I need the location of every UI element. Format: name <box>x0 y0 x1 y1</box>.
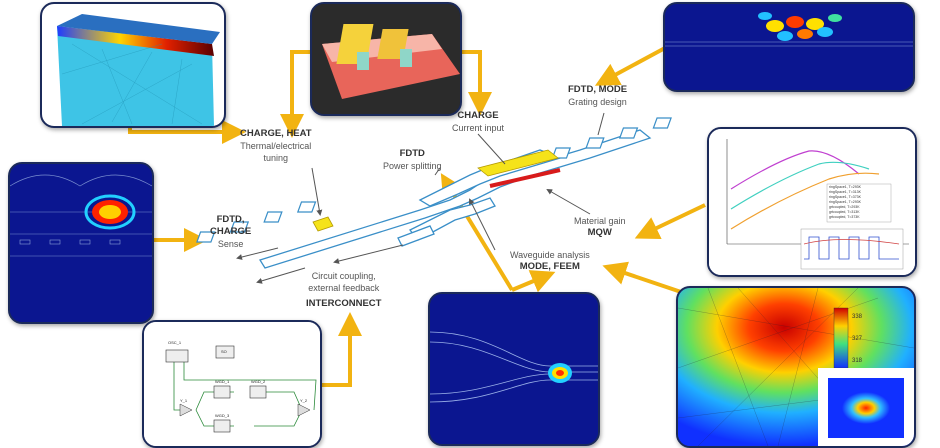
label-sub: Power splitting <box>383 161 442 171</box>
block-label: WGD_2 <box>251 379 266 384</box>
scale-max: 338 <box>852 314 863 320</box>
label-fdtd-charge: FDTD, CHARGE Sense <box>210 214 251 250</box>
label-sub: Current input <box>452 123 505 133</box>
label-title2: CHARGE <box>210 226 252 237</box>
arrow-feem <box>602 261 691 297</box>
label-sub: Grating design <box>568 97 627 107</box>
y2-label: Y_2 <box>300 398 308 403</box>
arrow-interconnect <box>318 312 362 387</box>
label-charge-heat: CHARGE, HEAT Thermal/electrical tuning <box>240 128 312 164</box>
label-title: MQW <box>587 227 612 238</box>
legend-entry: ringSpace1, T=373K <box>829 195 861 199</box>
panel-grating-field <box>663 2 915 92</box>
arrow-mqw <box>634 203 706 239</box>
label-title: CHARGE <box>457 110 499 121</box>
legend-entry: grtcoupled, T=293K <box>829 205 860 209</box>
panel-power-splitting <box>428 292 600 446</box>
label-sub: Material gain <box>574 216 626 226</box>
legend-entry: ringSpace1, T=293K <box>829 185 861 189</box>
legend-entry: grtcoupled, T=313K <box>829 210 860 214</box>
label-sub: Circuit coupling, <box>311 271 376 281</box>
yellow-arrows <box>128 46 706 387</box>
label-sub: Sense <box>217 239 244 249</box>
osc-label: OSC_1 <box>168 340 182 345</box>
feem-scale: 338 327 318 <box>852 306 862 372</box>
panel-mode-field <box>8 162 154 324</box>
arrow-grating <box>594 46 666 86</box>
panel-interconnect-circuit: OSC_1 SO WGD_1 WGD_2 WGD_3 Y_1 Y_2 <box>142 320 322 448</box>
legend-entry: ringSpace1, T=293K <box>829 200 861 204</box>
chart-legend: ringSpace1, T=293K ringSpace1, T=313K ri… <box>829 185 861 220</box>
y1-label: Y_1 <box>180 398 188 403</box>
scale-mid: 327 <box>852 336 863 342</box>
label-sub2: external feedback <box>308 283 380 293</box>
label-title: FDTD, MODE <box>568 84 628 95</box>
block-label: WGD_3 <box>215 413 230 418</box>
sq-label: SO <box>221 349 227 354</box>
label-charge: CHARGE Current input <box>452 110 504 134</box>
label-sub2: tuning <box>263 153 289 163</box>
label-title: CHARGE, HEAT <box>240 128 312 139</box>
arrow-charge-panel-right <box>458 50 492 116</box>
chart-legend-box <box>826 183 892 223</box>
label-interconnect: Circuit coupling, external feedback INTE… <box>306 270 381 310</box>
label-title: FDTD <box>399 148 425 159</box>
label-fdtd-mode: FDTD, MODE Grating design <box>568 84 627 108</box>
legend-entry: ringSpace1, T=313K <box>829 190 861 194</box>
current-pad <box>477 149 559 177</box>
arrow-waveguide-up <box>511 270 556 293</box>
label-waveguide: Waveguide analysis MODE, FEEM <box>510 249 590 273</box>
heater-contact <box>312 216 334 232</box>
label-sub: Waveguide analysis <box>510 250 590 260</box>
panel-gain-chart: ringSpace1, T=293K ringSpace1, T=313K ri… <box>707 127 917 277</box>
scale-min: 318 <box>852 358 863 364</box>
label-material-gain: Material gain MQW <box>574 215 626 239</box>
panel-charge-3d <box>310 2 462 116</box>
gain-bar <box>489 168 561 188</box>
label-title: MODE, FEEM <box>519 261 580 272</box>
label-title: INTERCONNECT <box>306 298 382 309</box>
label-sub: Thermal/electrical <box>240 141 312 151</box>
label-title: FDTD, <box>216 214 245 225</box>
arrow-charge-panel-left <box>280 50 310 138</box>
panel-thermal-mesh <box>40 2 226 128</box>
legend-entry: grtcoupled, T=373K <box>829 215 860 219</box>
panel-feem-mesh: 338 327 318 <box>676 286 916 448</box>
label-fdtd-power: FDTD Power splitting <box>383 148 442 172</box>
block-label: WGD_1 <box>215 379 230 384</box>
